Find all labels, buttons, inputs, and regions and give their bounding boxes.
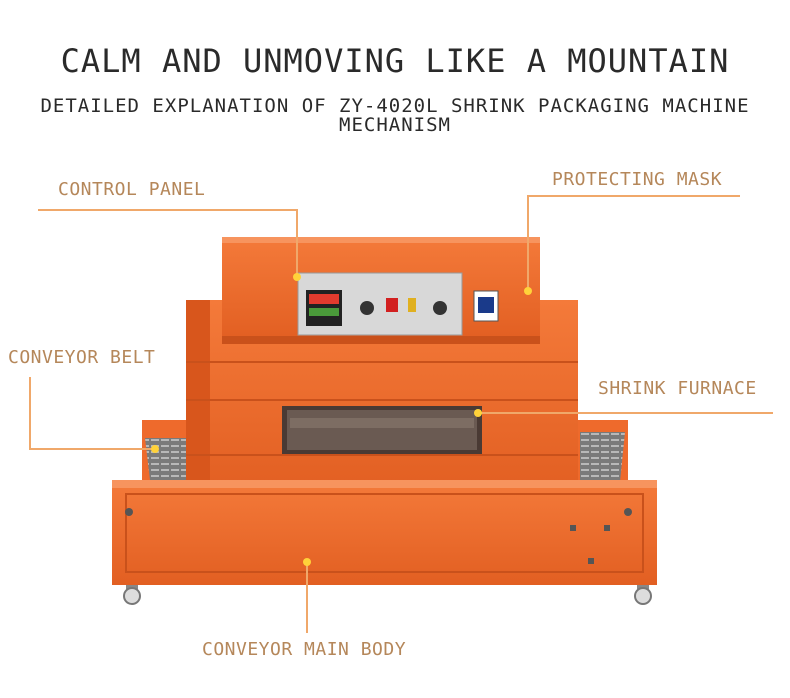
callout-shrink-furnace: SHRINK FURNACE — [598, 378, 757, 399]
callout-dot-shrink-furnace — [474, 409, 482, 417]
conveyor-belt-left — [142, 420, 192, 485]
callout-line-control-panel — [38, 209, 298, 275]
wheel-left — [123, 585, 141, 605]
wheel-right — [634, 585, 652, 605]
callout-dot-control-panel — [293, 273, 301, 281]
callout-dot-protecting-mask — [524, 287, 532, 295]
callout-line-conveyor-belt — [29, 377, 155, 450]
page-title: CALM AND UNMOVING LIKE A MOUNTAIN — [60, 42, 730, 80]
callout-dot-conveyor-belt — [151, 445, 159, 453]
callout-dot-conveyor-main-body — [303, 558, 311, 566]
callout-conveyor-belt: CONVEYOR BELT — [8, 347, 156, 368]
conveyor-main-body — [112, 480, 657, 585]
callout-control-panel: CONTROL PANEL — [58, 179, 206, 200]
callout-line-protecting-mask — [527, 195, 740, 289]
callout-protecting-mask: PROTECTING MASK — [552, 169, 723, 190]
control-box — [222, 237, 540, 344]
page-subtitle: DETAILED EXPLANATION OF ZY-4020L SHRINK … — [40, 95, 750, 136]
conveyor-belt-right — [578, 420, 628, 485]
callout-conveyor-main-body: CONVEYOR MAIN BODY — [202, 639, 407, 660]
